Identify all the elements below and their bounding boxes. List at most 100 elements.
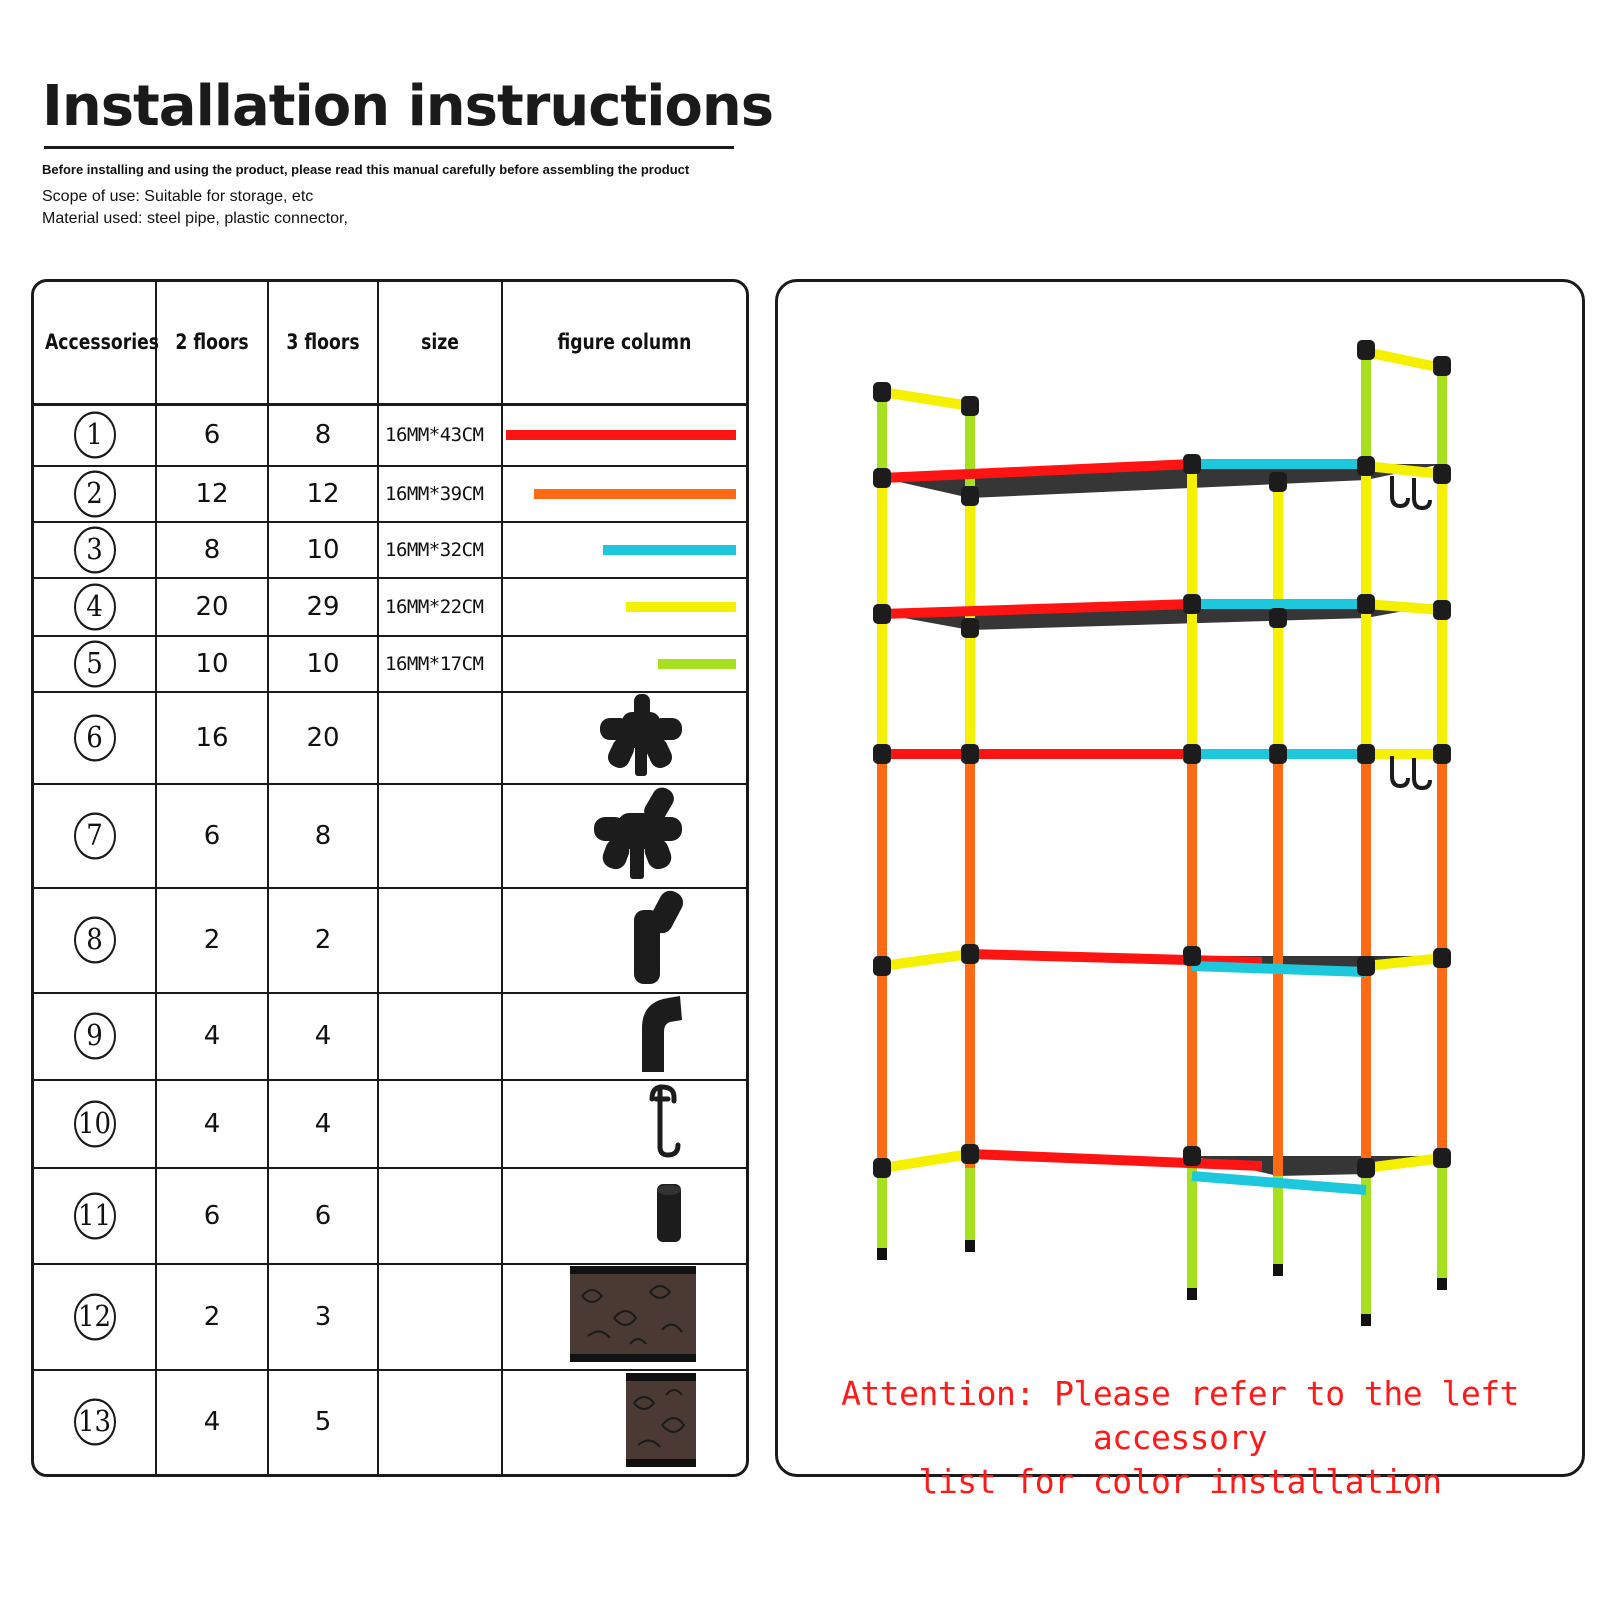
figure-cell — [501, 577, 746, 638]
connector-joint — [1269, 608, 1287, 628]
long-rail — [881, 599, 1193, 619]
corner-connector — [873, 382, 891, 402]
accessory-number: 10 — [73, 1100, 116, 1148]
hook-icon — [646, 1083, 686, 1164]
connector-joint — [1357, 456, 1375, 476]
tube-size: 16MM*22CM — [377, 577, 503, 638]
accessory-number-cell: 13 — [34, 1368, 157, 1474]
connector-joint — [1183, 454, 1201, 474]
accessory-number: 2 — [73, 470, 116, 518]
corner-connector — [1357, 340, 1375, 360]
qty-3-floors: 12 — [267, 465, 379, 524]
qty-2-floors: 4 — [155, 991, 269, 1081]
accessory-number: 9 — [73, 1012, 116, 1060]
figure-cell — [501, 465, 746, 524]
foot-cap — [965, 1240, 975, 1252]
qty-3-floors: 4 — [267, 991, 379, 1081]
tube-size — [377, 691, 503, 786]
connector-joint — [961, 944, 979, 964]
short-rail — [1191, 1171, 1367, 1195]
qty-2-floors: 6 — [155, 1166, 269, 1265]
color-attention-note: Attention: Please refer to the left acce… — [778, 1372, 1582, 1504]
figure-cell — [501, 991, 746, 1081]
connector-joint — [1357, 1158, 1375, 1178]
top-rail-left — [881, 387, 971, 411]
hook-icon — [1412, 478, 1432, 511]
figure-cell — [501, 783, 746, 890]
shelf-diagram-panel: Attention: Please refer to the left acce… — [775, 279, 1585, 1501]
small-fabric-panel-icon — [626, 1372, 696, 1472]
foot-cap — [1361, 1314, 1371, 1326]
table-header-row: Accessories 2 floors 3 floors size figur… — [34, 282, 746, 406]
side-rail — [1365, 599, 1443, 615]
long-rail — [881, 459, 1193, 483]
accessory-number-cell: 9 — [34, 991, 157, 1081]
tube-size: 16MM*32CM — [377, 521, 503, 580]
accessory-number-cell: 6 — [34, 691, 157, 786]
accessory-number-cell: 12 — [34, 1262, 157, 1371]
tube-size — [377, 783, 503, 890]
tube-size: 16MM*17CM — [377, 635, 503, 694]
hook-icon — [1390, 756, 1410, 789]
qty-2-floors: 12 — [155, 465, 269, 524]
qty-2-floors: 10 — [155, 635, 269, 694]
yellow-tube-bar — [626, 601, 736, 612]
tube-size — [377, 1368, 503, 1474]
green-tube-bar — [658, 658, 736, 669]
manual-notice: Before installing and using the product,… — [42, 162, 690, 177]
attention-line-1: Attention: Please refer to the left acce… — [841, 1374, 1519, 1457]
side-rail — [1365, 1153, 1443, 1173]
qty-2-floors: 6 — [155, 402, 269, 468]
short-rail — [1191, 961, 1367, 977]
qty-2-floors: 2 — [155, 1262, 269, 1371]
qty-2-floors: 4 — [155, 1078, 269, 1169]
accessory-number: 6 — [73, 714, 116, 762]
figure-cell — [501, 1078, 746, 1169]
qty-3-floors: 6 — [267, 1166, 379, 1265]
accessory-number: 11 — [73, 1192, 116, 1240]
figure-cell — [501, 521, 746, 580]
five-way-connector-icon — [590, 787, 686, 886]
accessory-number: 4 — [73, 583, 116, 631]
connector-joint — [961, 1144, 979, 1164]
cyan-tube-bar — [603, 544, 736, 555]
col-figure: figure column — [523, 282, 725, 406]
connector-joint — [1269, 472, 1287, 492]
material-used: Material used: steel pipe, plastic conne… — [42, 210, 348, 227]
accessory-number-cell: 4 — [34, 577, 157, 638]
elbow-connector-icon — [636, 994, 686, 1079]
foot-cap — [1273, 1264, 1283, 1276]
connector-joint — [1357, 594, 1375, 614]
qty-3-floors: 10 — [267, 635, 379, 694]
qty-2-floors: 20 — [155, 577, 269, 638]
qty-3-floors: 20 — [267, 691, 379, 786]
connector-joint — [1269, 744, 1287, 764]
qty-3-floors: 29 — [267, 577, 379, 638]
accessory-number: 12 — [73, 1293, 116, 1341]
col-accessories: Accessories — [44, 282, 159, 406]
qty-2-floors: 4 — [155, 1368, 269, 1474]
corner-connector — [1433, 356, 1451, 376]
qty-3-floors: 5 — [267, 1368, 379, 1474]
figure-cell — [501, 402, 746, 468]
long-rail — [969, 1149, 1263, 1171]
accessory-table: Accessories 2 floors 3 floors size figur… — [34, 282, 746, 1474]
corner-connector — [961, 396, 979, 416]
title-underline — [44, 146, 734, 149]
accessory-number-cell: 11 — [34, 1166, 157, 1265]
connector-joint — [1433, 744, 1451, 764]
tube-size — [377, 887, 503, 994]
angled-connector-icon — [626, 890, 686, 991]
figure-cell — [501, 887, 746, 994]
hook-icon — [1390, 476, 1410, 509]
connector-joint — [1183, 744, 1201, 764]
figure-cell — [501, 1262, 746, 1371]
connector-joint — [873, 744, 891, 764]
